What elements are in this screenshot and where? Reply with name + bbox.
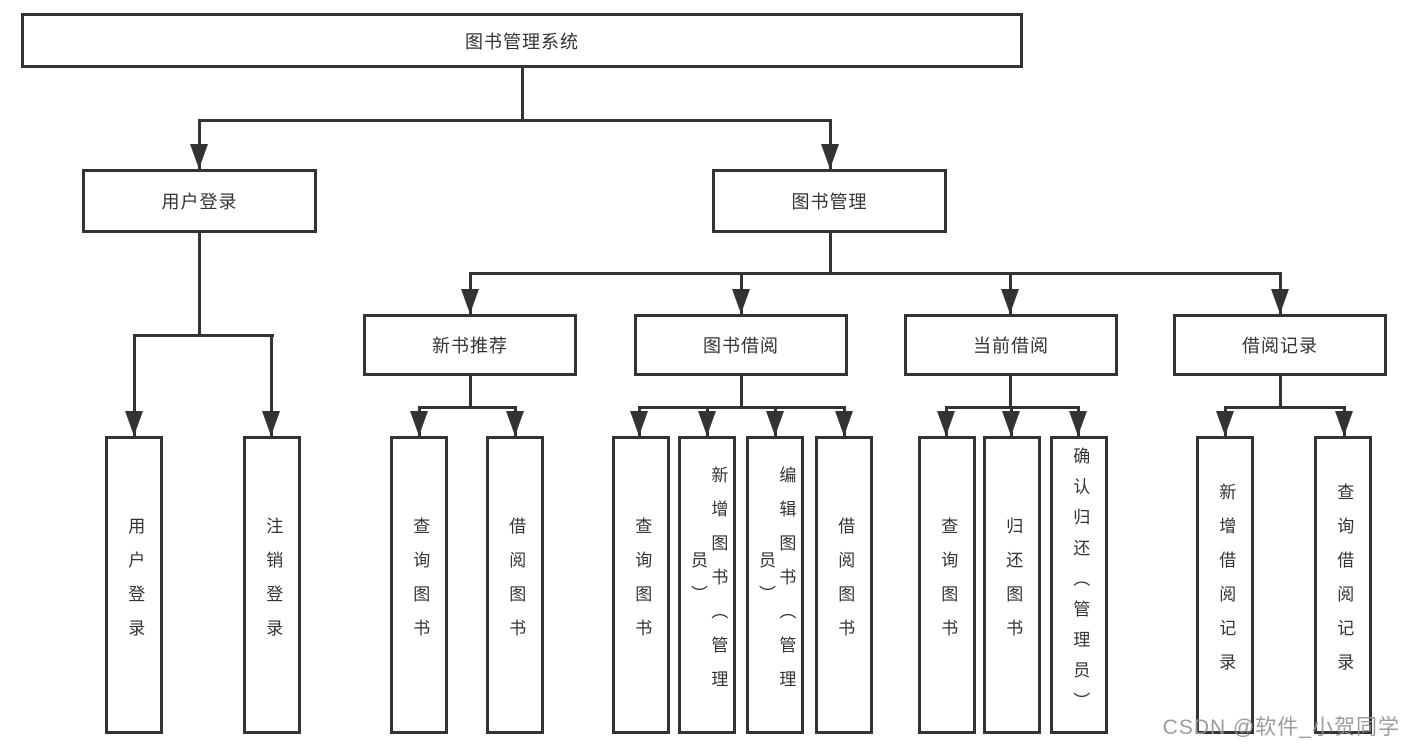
- leaf-query-borrow-record: 查询借阅记录: [1314, 436, 1372, 734]
- node-user-login-label: 用户登录: [161, 192, 238, 212]
- leaf-current-query-books-label: 查询图书: [938, 517, 958, 653]
- connector-current-stem: [1008, 376, 1012, 409]
- arrow-down-icon: [732, 289, 750, 314]
- arrow-down-icon: [506, 411, 524, 436]
- arrow-down-icon: [1335, 411, 1353, 436]
- connector-login-stem: [197, 233, 201, 337]
- connector-drop-leaf: [132, 334, 136, 436]
- leaf-borrow-books: 借阅图书: [815, 436, 873, 734]
- leaf-borrow-books-label: 借阅图书: [835, 517, 855, 653]
- node-root: 图书管理系统: [21, 13, 1023, 68]
- node-new-book-recommend-label: 新书推荐: [432, 336, 508, 356]
- node-book-management-label: 图书管理: [791, 192, 868, 212]
- arrow-down-icon: [190, 144, 208, 169]
- arrow-down-icon: [1001, 289, 1019, 314]
- arrow-down-icon: [821, 144, 839, 169]
- arrow-down-icon: [262, 411, 280, 436]
- leaf-recommend-borrow-books: 借阅图书: [486, 436, 544, 734]
- connector-recommend-stem: [468, 376, 472, 409]
- arrow-down-icon: [937, 411, 955, 436]
- arrow-down-icon: [1002, 411, 1020, 436]
- node-book-management: 图书管理: [712, 169, 947, 233]
- node-book-borrow-label: 图书借阅: [703, 336, 779, 356]
- leaf-borrow-query-books-label: 查询图书: [632, 517, 652, 653]
- node-borrow-records: 借阅记录: [1173, 314, 1387, 376]
- csdn-watermark: CSDN @软件_小贺同学: [1162, 716, 1400, 739]
- arrow-down-icon: [835, 411, 853, 436]
- leaf-borrow-query-books: 查询图书: [612, 436, 670, 734]
- connector-recommend-rail: [417, 406, 517, 409]
- arrow-down-icon: [1069, 411, 1087, 436]
- arrow-down-icon: [125, 411, 143, 436]
- leaf-add-borrow-record: 新增借阅记录: [1196, 436, 1254, 734]
- leaf-add-books-admin: 新增图书（管理员）: [678, 436, 736, 734]
- leaf-user-login: 用户登录: [105, 436, 163, 734]
- leaf-query-borrow-record-label: 查询借阅记录: [1334, 483, 1354, 687]
- connector-borrow-rail: [637, 406, 846, 409]
- arrow-down-icon: [1216, 411, 1234, 436]
- node-book-borrow: 图书借阅: [634, 314, 848, 376]
- leaf-edit-books-admin-label: 编辑图书（管理员）: [756, 466, 796, 704]
- connector-records-stem: [1278, 376, 1282, 409]
- node-borrow-records-label: 借阅记录: [1242, 336, 1318, 356]
- leaf-edit-books-admin: 编辑图书（管理员）: [746, 436, 804, 734]
- leaf-current-query-books: 查询图书: [918, 436, 976, 734]
- leaf-confirm-return-admin-label: 确认归还（管理员）: [1070, 447, 1090, 723]
- node-user-login: 用户登录: [82, 169, 317, 233]
- leaf-logout: 注销登录: [243, 436, 301, 734]
- connector-mgmt-rail: [468, 272, 1282, 275]
- leaf-recommend-query-books-label: 查询图书: [410, 517, 430, 653]
- leaf-confirm-return-admin: 确认归还（管理员）: [1050, 436, 1108, 734]
- leaf-recommend-borrow-books-label: 借阅图书: [506, 517, 526, 653]
- leaf-add-borrow-record-label: 新增借阅记录: [1216, 483, 1236, 687]
- leaf-return-books: 归还图书: [983, 436, 1041, 734]
- connector-drop-leaf: [269, 334, 273, 436]
- node-current-borrow-label: 当前借阅: [973, 336, 1049, 356]
- connector-root-stem: [520, 68, 524, 121]
- leaf-user-login-label: 用户登录: [125, 517, 145, 653]
- leaf-add-books-admin-label: 新增图书（管理员）: [688, 466, 728, 704]
- connector-borrow-stem: [739, 376, 743, 409]
- leaf-return-books-label: 归还图书: [1003, 517, 1023, 653]
- arrow-down-icon: [461, 289, 479, 314]
- connector-mgmt-stem: [828, 233, 832, 275]
- arrow-down-icon: [766, 411, 784, 436]
- connector-records-rail: [1223, 406, 1346, 409]
- arrow-down-icon: [630, 411, 648, 436]
- arrow-down-icon: [1271, 289, 1289, 314]
- leaf-logout-label: 注销登录: [263, 517, 283, 653]
- node-root-label: 图书管理系统: [465, 31, 579, 52]
- connector-login-rail: [132, 334, 274, 337]
- arrow-down-icon: [410, 411, 428, 436]
- leaf-recommend-query-books: 查询图书: [390, 436, 448, 734]
- arrow-down-icon: [698, 411, 716, 436]
- node-new-book-recommend: 新书推荐: [363, 314, 577, 376]
- connector-root-rail: [197, 119, 832, 122]
- node-current-borrow: 当前借阅: [904, 314, 1118, 376]
